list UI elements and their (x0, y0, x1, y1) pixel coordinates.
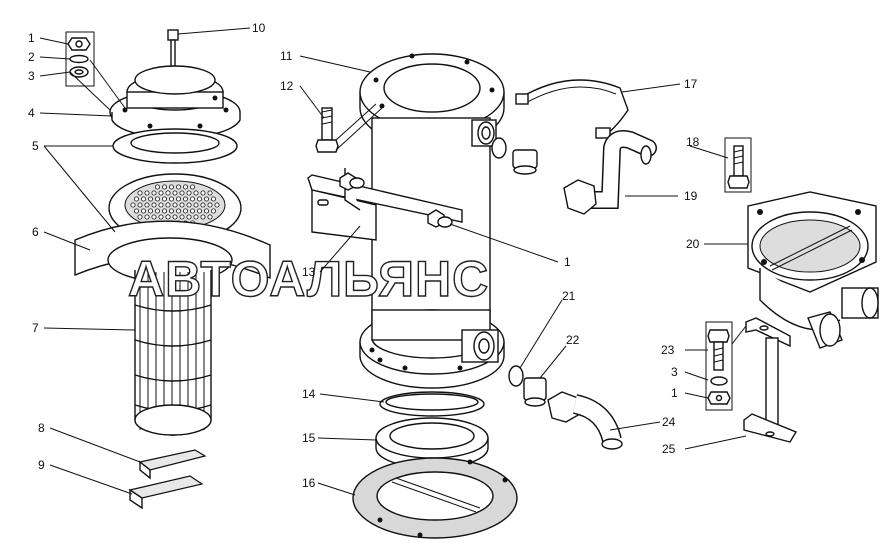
callout-22: 22 (566, 333, 580, 347)
plug-upper (512, 149, 538, 175)
housing-assembly (307, 53, 547, 539)
callout-13: 13 (302, 265, 316, 279)
plate-part-16 (352, 457, 518, 539)
callout-6: 6 (32, 225, 39, 239)
callout-9: 9 (38, 458, 45, 472)
callout-labels: 1 2 3 4 5 6 7 8 9 10 11 12 13 14 15 16 1… (28, 21, 700, 490)
plug-part-22 (523, 377, 547, 407)
bracket-part-25 (743, 317, 798, 443)
callout-25: 25 (662, 442, 676, 456)
manifold-part-20 (747, 191, 879, 349)
bolt-part-12 (315, 107, 339, 153)
callout-21: 21 (562, 289, 576, 303)
callout-12: 12 (280, 79, 294, 93)
filter-assembly (65, 29, 271, 510)
nut-part-1 (67, 37, 91, 51)
callout-4: 4 (28, 106, 35, 120)
bolt-part-18 (727, 145, 750, 189)
callout-14: 14 (302, 387, 316, 401)
callout-3a: 3 (28, 69, 35, 83)
callout-16: 16 (302, 476, 316, 490)
callout-24: 24 (662, 415, 676, 429)
leader-lines (39, 27, 748, 496)
cover-part-4 (109, 65, 241, 139)
watermark-text: АВТОАЛЬЯНС (128, 251, 489, 307)
callout-20: 20 (686, 237, 700, 251)
strip-part-9 (128, 475, 204, 510)
callout-23: 23 (661, 343, 675, 357)
ring-part-15 (375, 417, 489, 469)
lower-port (461, 329, 499, 363)
nut-part-1c (707, 391, 731, 405)
o-ring-upper (491, 137, 507, 159)
callout-11: 11 (280, 49, 293, 63)
bracket-part-13 (307, 168, 463, 241)
bolt-part-23 (707, 329, 730, 371)
callout-15: 15 (302, 431, 316, 445)
callout-18: 18 (686, 135, 700, 149)
fitting-part-10 (167, 29, 179, 69)
callout-3b: 3 (671, 365, 678, 379)
callout-10: 10 (252, 21, 266, 35)
callout-8: 8 (38, 421, 45, 435)
callout-17: 17 (684, 77, 698, 91)
gasket-part-5 (112, 128, 238, 164)
washer-part-2 (69, 54, 89, 64)
fitting-part-24 (547, 391, 623, 450)
callout-2: 2 (28, 50, 35, 64)
callout-19: 19 (684, 189, 698, 203)
strip-part-8 (138, 449, 207, 480)
callout-7: 7 (32, 321, 39, 335)
o-ring-part-21 (508, 365, 524, 387)
gasket-part-14 (379, 391, 485, 417)
callout-5: 5 (32, 139, 39, 153)
hose-part-19 (563, 130, 657, 215)
callout-1b: 1 (564, 255, 571, 269)
clamp-part-17 (515, 79, 629, 139)
callout-1a: 1 (28, 31, 35, 45)
washer-part-3b (710, 376, 728, 386)
right-parts (515, 79, 879, 450)
callout-1c: 1 (671, 386, 678, 400)
upper-port (471, 119, 497, 147)
filter-element-part-7 (134, 270, 212, 436)
